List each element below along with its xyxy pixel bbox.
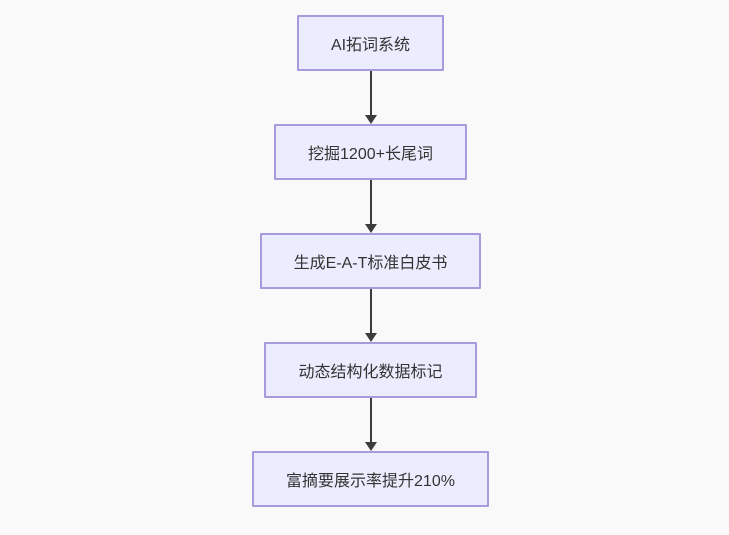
- flowchart-node-step-4: 动态结构化数据标记: [264, 342, 477, 398]
- node-label: 挖掘1200+长尾词: [308, 146, 433, 163]
- flowchart-edge-2-3: [364, 180, 377, 233]
- flowchart-node-step-5: 富摘要展示率提升210%: [252, 451, 489, 507]
- flowchart-edge-3-4: [364, 289, 377, 342]
- node-label: 生成E-A-T标准白皮书: [293, 255, 448, 272]
- node-label: 富摘要展示率提升210%: [286, 473, 455, 490]
- node-label: AI拓词系统: [330, 37, 411, 54]
- flowchart-canvas: AI拓词系统 挖掘1200+长尾词 生成E-A-T标准白皮书 动态结构化数据标记…: [6, 0, 729, 535]
- flowchart-node-step-1: AI拓词系统: [296, 15, 445, 71]
- arrowhead-down-icon: [364, 224, 377, 233]
- edge-line: [369, 71, 372, 116]
- node-label: 动态结构化数据标记: [298, 364, 443, 381]
- arrowhead-down-icon: [364, 333, 377, 342]
- flowchart-edge-4-5: [364, 398, 377, 451]
- flowchart-node-step-3: 生成E-A-T标准白皮书: [259, 233, 482, 289]
- flowchart-node-step-2: 挖掘1200+长尾词: [274, 124, 467, 180]
- arrowhead-down-icon: [364, 115, 377, 124]
- edge-line: [369, 180, 372, 225]
- arrowhead-down-icon: [364, 442, 377, 451]
- edge-line: [369, 398, 372, 443]
- edge-line: [369, 289, 372, 334]
- flowchart-edge-1-2: [364, 71, 377, 124]
